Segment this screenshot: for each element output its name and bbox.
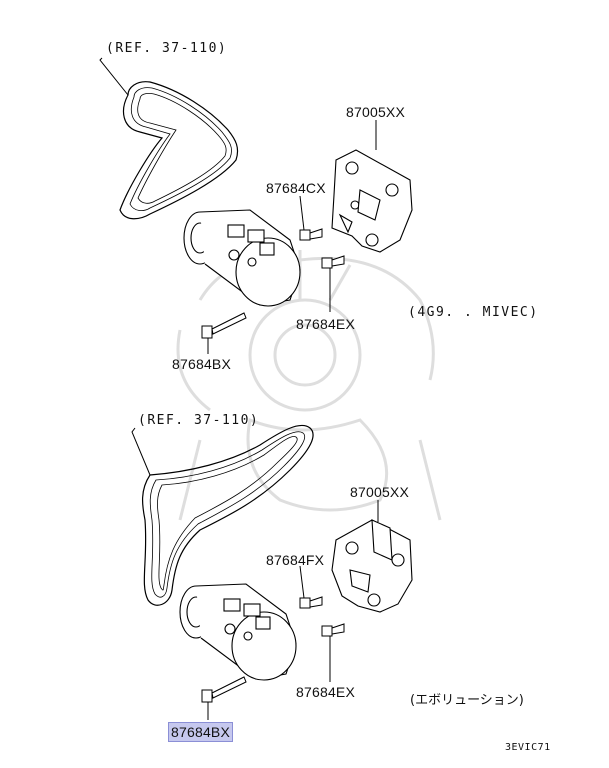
part-87684cx[interactable]: 87684CX [266, 180, 326, 196]
ref-leader-upper [99, 57, 129, 96]
part-87684bx-upper[interactable]: 87684BX [172, 356, 232, 372]
watermark-emblem [176, 250, 442, 521]
part-87684ex-upper[interactable]: 87684EX [296, 316, 356, 332]
variant-label-lower: (エボリューション) [410, 693, 524, 708]
drive-belt-lower [142, 424, 314, 606]
part-87005xx-upper[interactable]: 87005XX [346, 104, 406, 120]
part-87684bx-lower-highlighted[interactable]: 87684BX [168, 722, 234, 742]
bolt-ex-lower-drawing [321, 623, 345, 637]
drive-belt-upper [119, 81, 239, 220]
ref-leader-lower [131, 427, 151, 476]
variant-label-upper: (4G9. . MIVEC) [408, 305, 539, 320]
leaders-lower [207, 500, 379, 720]
part-87684ex-lower[interactable]: 87684EX [296, 684, 356, 700]
part-87005xx-lower[interactable]: 87005XX [350, 484, 410, 500]
bolt-bx-upper-drawing [201, 312, 247, 339]
bracket-upper [331, 149, 413, 253]
bracket-lower [331, 519, 413, 613]
leaders-upper [207, 120, 377, 354]
bolt-cx-upper-drawing [299, 228, 323, 241]
ac-compressor-upper [183, 209, 301, 307]
bolt-bx-lower-drawing [201, 676, 247, 703]
part-87684fx[interactable]: 87684FX [266, 552, 325, 568]
bolt-ex-upper-drawing [321, 255, 345, 269]
ac-compressor-lower [179, 583, 297, 681]
ref-label-upper: (REF. 37-110) [106, 41, 228, 56]
ref-label-lower: (REF. 37-110) [138, 413, 260, 428]
bolt-fx-lower-drawing [299, 596, 323, 609]
diagram-code: 3EVIC71 [505, 742, 551, 753]
